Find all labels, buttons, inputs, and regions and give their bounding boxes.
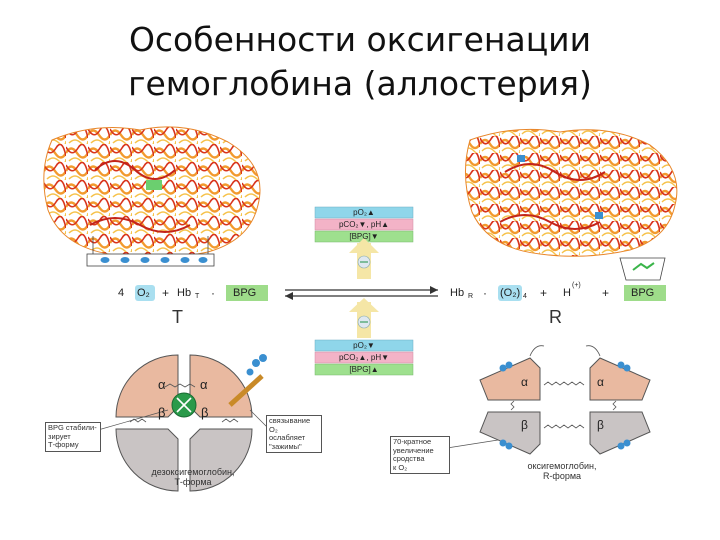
cond-bottom-po2: pO₂▼ <box>315 340 413 351</box>
eq-plus-left: + <box>162 286 169 300</box>
eq-coef: 4 <box>118 287 124 299</box>
oxy-schematic <box>480 346 650 454</box>
oxygen-molecule-icon <box>252 359 260 367</box>
eq-o2-sub-right: 4 <box>523 293 527 300</box>
subunit-alpha-left-1: α <box>158 377 166 392</box>
cond-top-po2: pO₂▲ <box>315 207 413 218</box>
state-label-t: T <box>172 307 183 328</box>
cond-bottom-bpg: [BPG]▲ <box>315 364 413 375</box>
equilibrium-arrows <box>285 286 438 300</box>
subunit-alpha-left-2: α <box>200 377 208 392</box>
oxyhemoglobin-structure <box>465 129 676 256</box>
eq-h-right: H <box>563 287 571 299</box>
subunit-alpha-right-1: α <box>521 375 528 389</box>
eq-h-sup-right: (+) <box>572 282 581 289</box>
eq-hb-sub-left: T <box>195 293 199 300</box>
subunit-alpha-right-2: α <box>597 375 604 389</box>
cond-bottom-pco2-ph: pCO₂▲, pH▼ <box>315 352 413 363</box>
state-label-r: R <box>549 307 562 328</box>
subunit-beta-left-2: β <box>201 405 208 420</box>
vertical-arrow-up <box>349 238 379 279</box>
eq-plus-right-1: + <box>540 286 547 300</box>
eq-plus-right-2: + <box>602 286 609 300</box>
oxygen-marker-icon <box>595 212 603 219</box>
note-affinity: 70-кратное увеличение сродства к O₂ <box>390 436 450 474</box>
vertical-arrow-down <box>349 298 379 338</box>
subunit-beta-left-1: β <box>158 405 165 420</box>
right-callout <box>620 258 665 280</box>
eq-o2-left: O₂ <box>137 287 150 299</box>
eq-hb-sub-right: R <box>468 293 473 300</box>
note-bpg-stabilizes: BPG стабили- зирует Т-форму <box>45 422 101 452</box>
deoxyhemoglobin-structure <box>44 127 260 258</box>
cond-top-pco2-ph: pCO₂▼, pH▲ <box>315 219 413 230</box>
eq-hb-left: Hb <box>177 287 191 299</box>
eq-dot-right: · <box>483 286 487 300</box>
eq-bpg-left: BPG <box>233 287 256 299</box>
note-o2-binding: связывание O₂ ослабляет "зажимы" <box>266 415 322 453</box>
oxygen-marker-icon <box>517 155 525 162</box>
eq-dot-left: · <box>211 286 215 300</box>
caption-deoxy: дезоксигемоглобин, Т-форма <box>128 467 258 487</box>
subunit-beta-right-1: β <box>521 418 528 432</box>
cond-top-bpg: [BPG]▼ <box>315 231 413 242</box>
eq-o2-right: (O₂) <box>500 287 520 299</box>
eq-bpg-right: BPG <box>631 287 654 299</box>
eq-hb-right: Hb <box>450 287 464 299</box>
caption-oxy: оксигемоглобин, R-форма <box>497 461 627 481</box>
bpg-molecule-icon <box>146 180 162 190</box>
subunit-beta-right-2: β <box>597 418 604 432</box>
